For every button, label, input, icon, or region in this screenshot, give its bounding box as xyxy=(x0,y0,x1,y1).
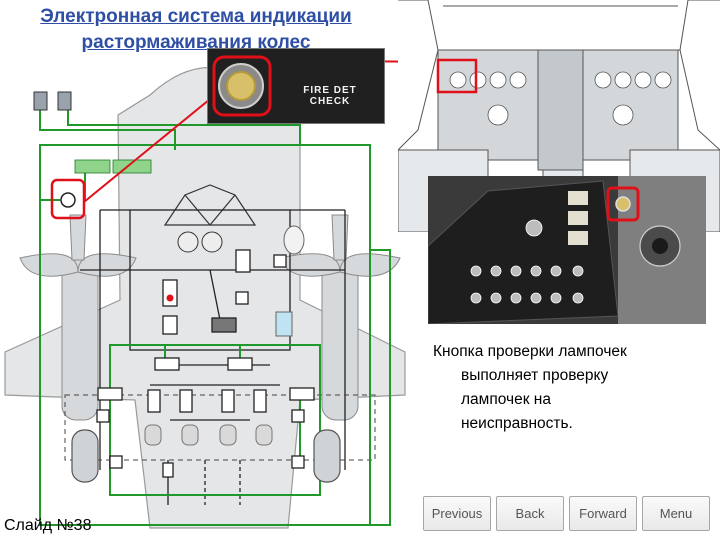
fire-det-label-line2: CHECK xyxy=(309,96,351,107)
caption-line2: выполняет проверку xyxy=(461,367,609,384)
breakers xyxy=(33,91,72,111)
test-button-symbol xyxy=(60,192,76,208)
gauges xyxy=(177,231,223,253)
caption-text: Кнопка проверки лампочек выполняет прове… xyxy=(433,340,683,436)
main-wheels xyxy=(71,429,341,483)
caption-line1: Кнопка проверки лампочек xyxy=(433,343,627,360)
button-closeup-photo: FIRE DET CHECK xyxy=(207,48,385,124)
reservoirs xyxy=(275,225,305,337)
forward-button[interactable]: Forward xyxy=(569,496,637,531)
slide-title: Электронная система индикации растормажи… xyxy=(6,4,386,56)
menu-button[interactable]: Menu xyxy=(642,496,710,531)
hydraulic-lines xyxy=(80,209,346,505)
back-button[interactable]: Back xyxy=(496,496,564,531)
slide-number: Слайд №38 xyxy=(4,517,92,534)
fire-det-label-line1: FIRE DET xyxy=(303,85,357,96)
fire-det-check-label: FIRE DET CHECK xyxy=(290,85,370,107)
slide-title-line2: растормаживания колес xyxy=(81,32,311,53)
electric-wiring xyxy=(39,110,391,526)
slide-title-line1: Электронная система индикации xyxy=(40,6,352,27)
test-button-highlight xyxy=(50,178,86,220)
indicator-labels xyxy=(74,159,152,174)
caption-line4: неисправность. xyxy=(461,415,573,432)
wheel-area-dashed xyxy=(64,394,376,461)
button-closeup-art xyxy=(208,49,384,123)
instrument-panel-photo xyxy=(428,176,706,324)
brake-warning-lamp xyxy=(166,294,174,302)
previous-button[interactable]: Previous xyxy=(423,496,491,531)
valves xyxy=(96,249,315,478)
caption-line3: лампочек на xyxy=(461,391,551,408)
brake-units xyxy=(144,424,273,446)
